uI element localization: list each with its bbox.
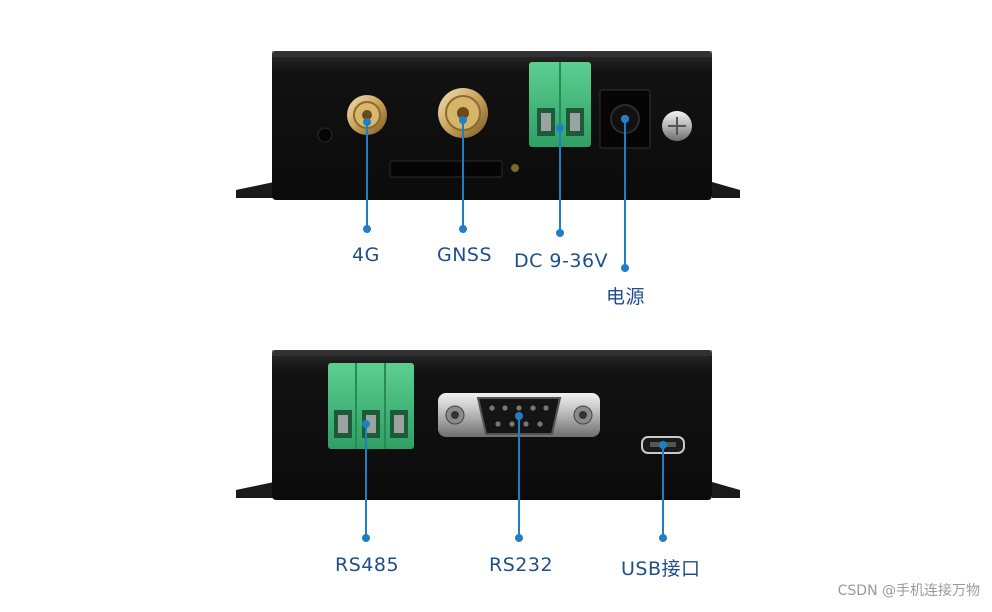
bottom-device <box>236 350 740 542</box>
ground-screw <box>662 111 692 141</box>
bottom-callouts <box>362 412 667 542</box>
watermark: CSDN @手机连接万物 <box>837 583 980 599</box>
right-flange-bottom <box>712 482 740 498</box>
label-gnss: GNSS <box>437 244 493 266</box>
rs485-terminal-block <box>328 363 414 449</box>
label-usb: USB接口 <box>621 558 701 580</box>
sma-4g-connector <box>347 95 387 135</box>
top-enclosure <box>272 51 712 200</box>
top-device <box>236 51 740 272</box>
left-flange-bottom <box>236 482 274 498</box>
status-led <box>511 164 519 172</box>
label-rs232: RS232 <box>489 554 554 576</box>
label-power: 电源 <box>606 286 646 308</box>
left-flange <box>236 182 274 198</box>
right-flange <box>712 182 740 198</box>
label-rs485: RS485 <box>335 554 400 576</box>
top-callouts <box>363 115 629 272</box>
sim-slot <box>389 160 503 178</box>
reset-hole <box>317 127 333 143</box>
label-4g: 4G <box>352 244 380 266</box>
label-dc-input: DC 9-36V <box>514 250 609 272</box>
dc-terminal-block <box>529 62 591 147</box>
